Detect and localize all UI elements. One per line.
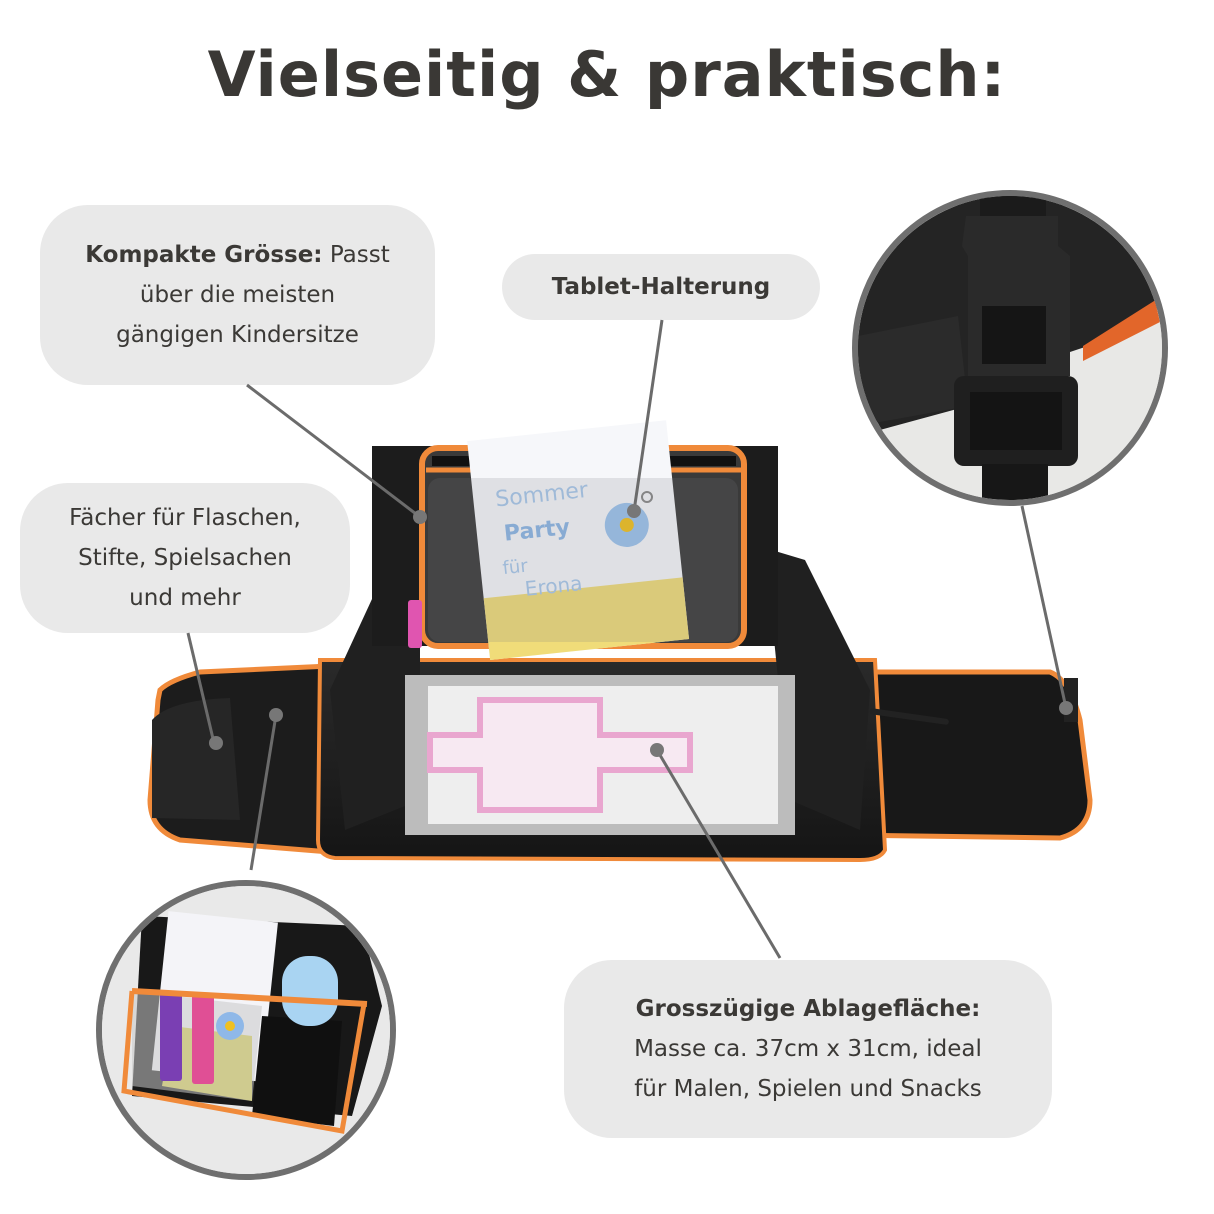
zipper-pull-icon (641, 491, 653, 503)
page-title: Vielseitig & praktisch: (207, 38, 1007, 111)
puzzle-drawing (427, 697, 693, 813)
callout-surface: Grosszügige Ablagefläche: Masse ca. 37cm… (564, 960, 1052, 1138)
side-buckle (1064, 678, 1078, 722)
connector-dots (209, 504, 1073, 757)
callout-tablet-bold: Tablet-Halterung (551, 274, 771, 300)
callout-surface-line2: Masse ca. 37cm x 31cm, ideal (634, 1036, 982, 1062)
callout-compact-size: Kompakte Grösse: Passt über die meisten … (40, 205, 435, 385)
pocket-detail-inset (96, 880, 396, 1180)
callout-compact-rest: Passt (322, 242, 390, 268)
callout-surface-line3: für Malen, Spielen und Snacks (634, 1076, 982, 1102)
dot-compartments (209, 736, 223, 750)
dot-surface (650, 743, 664, 757)
callout-compartments-line2: Stifte, Spielsachen (78, 545, 292, 571)
drawing-text-erona: Erona (524, 571, 584, 601)
pen (869, 708, 949, 725)
callout-compact-line3: gängigen Kindersitze (116, 322, 359, 348)
dot-buckle (1059, 701, 1073, 715)
marker (408, 600, 422, 648)
callout-compartments-line3: und mehr (129, 585, 241, 611)
callout-tablet-holder: Tablet-Halterung (502, 254, 820, 320)
callout-compact-line1: Kompakte Grösse: Passt (85, 235, 390, 275)
callout-compartments-line1: Fächer für Flaschen, (69, 505, 301, 531)
callout-compartments: Fächer für Flaschen, Stifte, Spielsachen… (20, 483, 350, 633)
dot-compact (413, 510, 427, 524)
connector-lines (186, 319, 1068, 959)
callout-compact-line2: über die meisten (139, 282, 336, 308)
drawing-text-fur: für (502, 556, 530, 580)
buckle-illustration (858, 196, 1162, 500)
pocket-illustration (102, 886, 390, 1174)
buckle-detail-inset (852, 190, 1168, 506)
callout-compact-bold: Kompakte Grösse: (85, 242, 323, 268)
dot-pocket-inset (269, 708, 283, 722)
dot-tablet (627, 504, 641, 518)
callout-surface-bold: Grosszügige Ablagefläche: (635, 996, 981, 1022)
